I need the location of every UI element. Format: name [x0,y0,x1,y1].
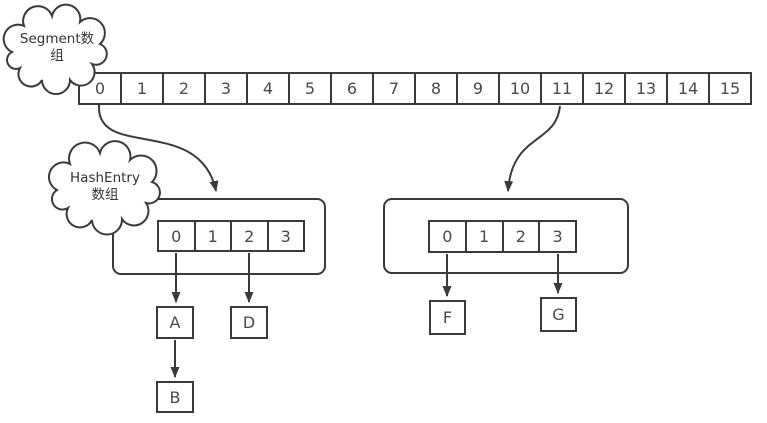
node-b: B [156,381,194,413]
hashentry-cloud-label-line1: HashEntry [70,170,140,186]
hashentry-cell: 2 [504,222,541,251]
segment-cell: 9 [458,74,500,103]
hashentry-cell: 3 [280,226,291,246]
left-hashentry-array: 0 1 2 3 [157,220,305,252]
hashentry-cell: 0 [159,222,196,250]
hashentry-cloud-label-line2: 数组 [91,187,119,203]
hashentry-cell: 3 [552,227,563,246]
hashentry-cloud-label: HashEntry 数组 [63,170,147,204]
segment-cell: 14 [668,74,710,103]
node-g: G [540,297,577,332]
segment-cell: 0 [80,74,122,103]
hashentry-cell: 1 [196,222,232,250]
node-f: F [429,300,466,335]
segment-cell: 8 [416,74,458,103]
segment-cloud-label-line2: 组 [50,48,64,64]
segment-cell: 15 [719,79,741,98]
segment-cell: 12 [584,74,626,103]
segment-cell: 1 [122,74,164,103]
segment-cell: 3 [206,74,248,103]
hashentry-cell: 2 [232,222,269,250]
segment-cell: 6 [332,74,374,103]
hashentry-cell: 0 [430,222,467,251]
segment-cell: 13 [626,74,668,103]
segment-cell: 11 [542,74,584,103]
arrow-segment11-to-right-bucket [504,105,561,192]
segment-cloud-label: Segment数 组 [17,31,97,65]
segment-cell: 7 [374,74,416,103]
hashentry-cell: 1 [467,222,504,251]
segment-cell: 5 [290,74,332,103]
segment-cloud-label-line1: Segment数 [19,31,95,47]
right-hashentry-array: 0 1 2 3 [428,220,577,253]
segment-cell: 10 [500,74,542,103]
segment-array: 0 1 2 3 4 5 6 7 8 9 10 11 12 13 14 15 [78,72,752,105]
node-a: A [156,306,194,339]
segment-cell: 4 [248,74,290,103]
segment-cell: 2 [164,74,206,103]
node-d: D [230,306,268,339]
